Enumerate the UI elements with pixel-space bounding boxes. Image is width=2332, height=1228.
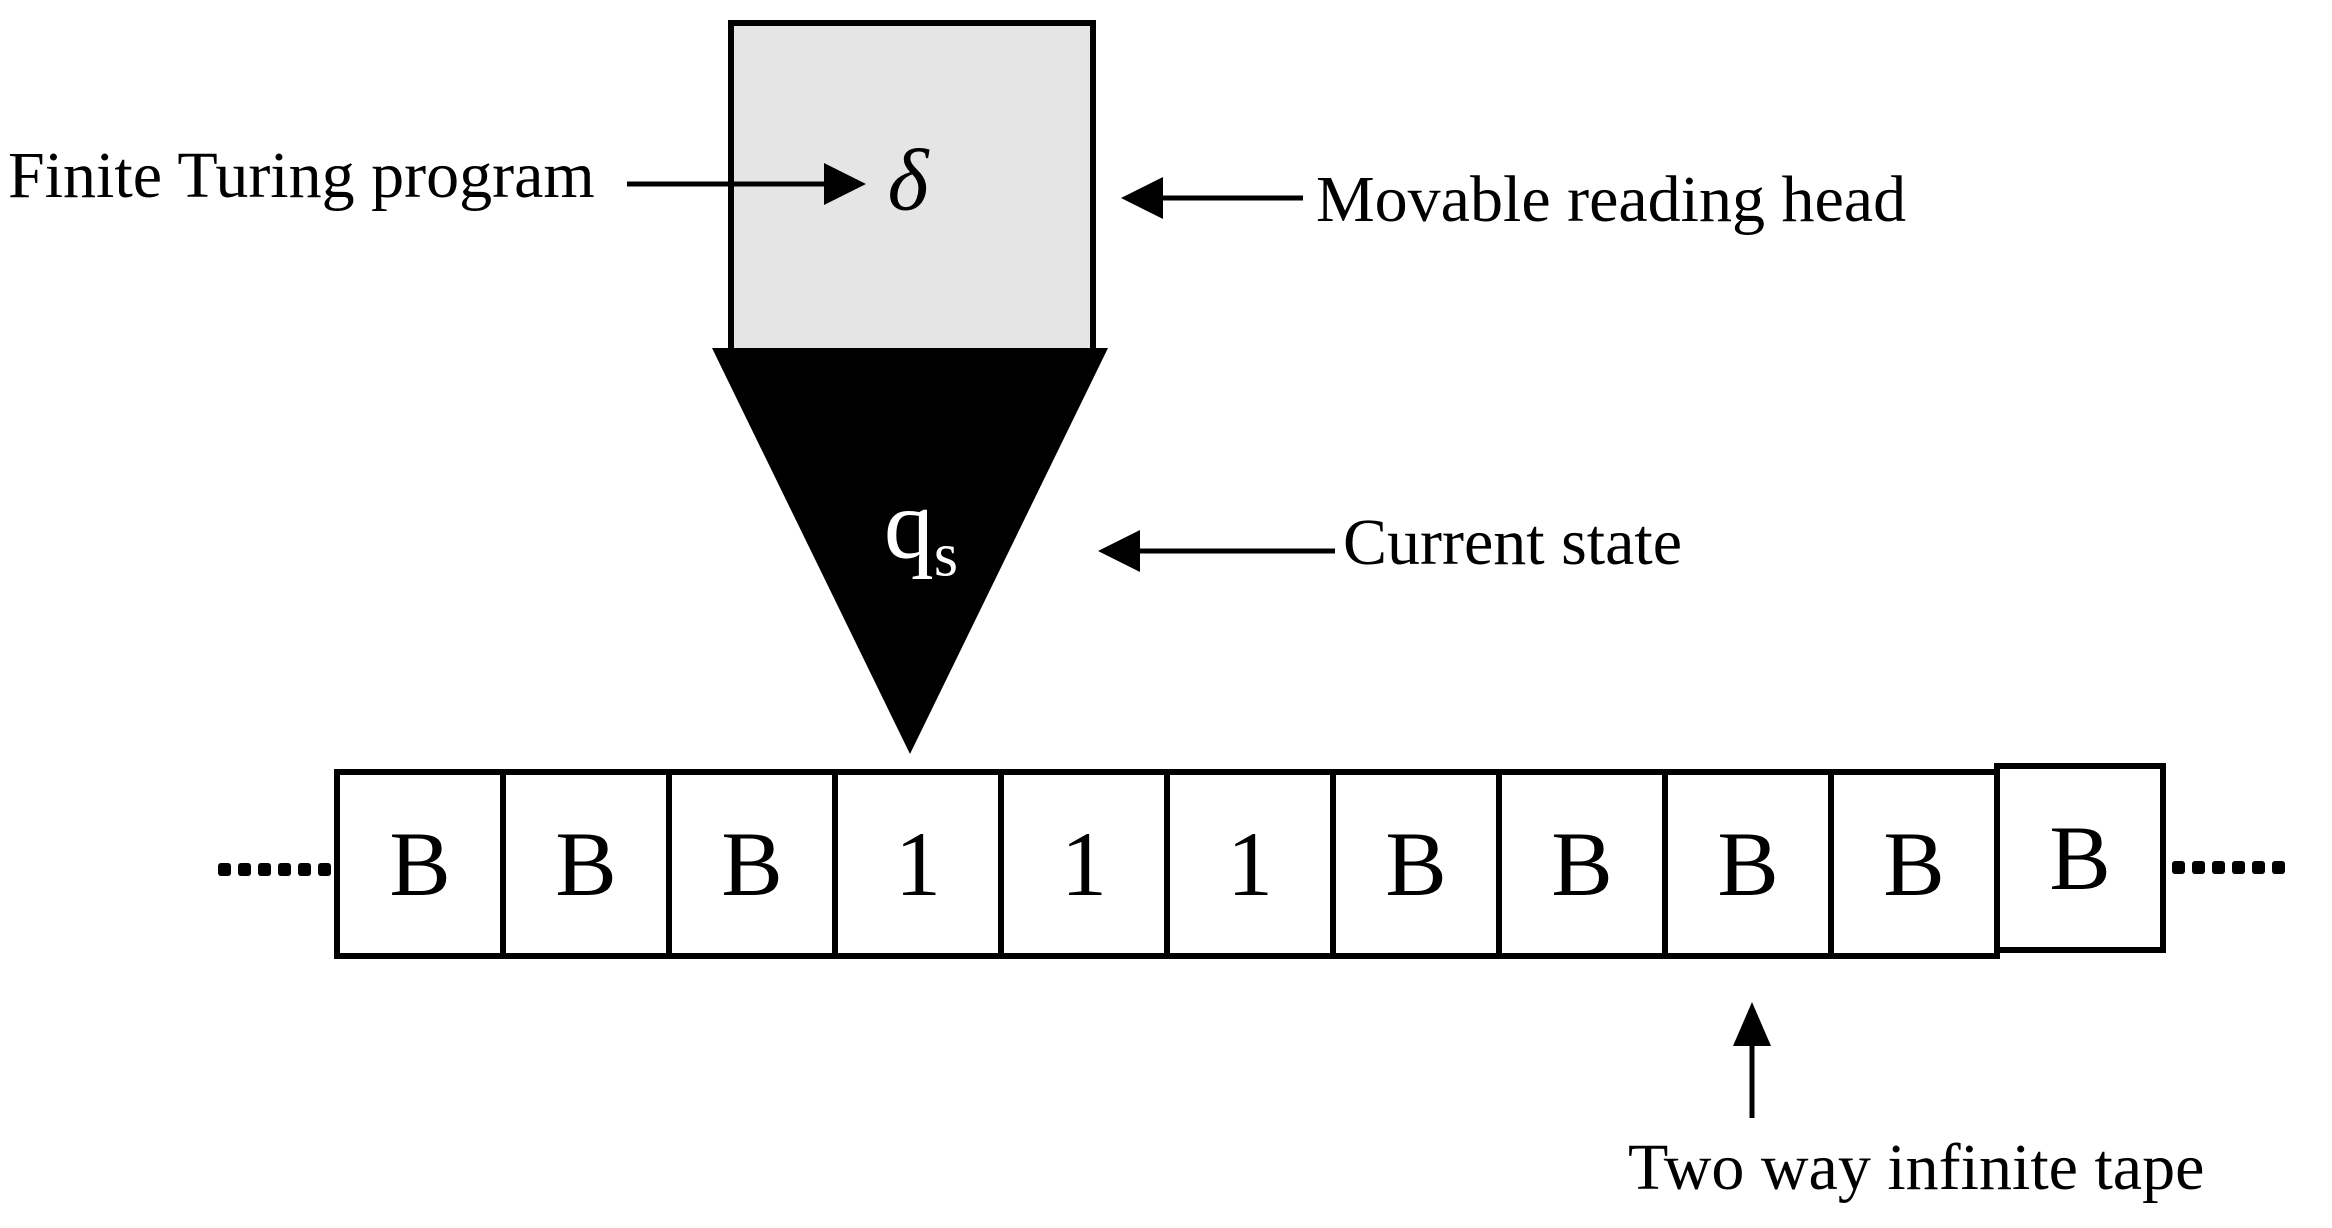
- current-state-symbol: qs: [884, 475, 958, 587]
- reading-head-triangle: [712, 348, 1108, 754]
- tape-dots-left: [218, 863, 331, 876]
- program-box: [728, 20, 1096, 354]
- ellipsis-dot: [2252, 861, 2265, 874]
- tape-cell-symbol: B: [1883, 813, 1945, 915]
- tape-cell-symbol: B: [1385, 813, 1447, 915]
- tape-cell-symbol: B: [555, 813, 617, 915]
- ellipsis-dot: [298, 863, 311, 876]
- tape-cell: B: [500, 769, 672, 959]
- reading-head-arrow: [1121, 177, 1303, 219]
- tape-cell: B: [1994, 763, 2166, 953]
- tape-cell-symbol: B: [389, 813, 451, 915]
- infinite-tape-label: Two way infinite tape: [1628, 1131, 2205, 1204]
- infinite-tape-arrow: [1733, 1002, 1771, 1118]
- ellipsis-dot: [238, 863, 251, 876]
- reading-head-label: Movable reading head: [1316, 163, 1907, 236]
- tape-cell-symbol: B: [721, 813, 783, 915]
- tape-cell-symbol: B: [2049, 807, 2111, 909]
- tape-cell: 1: [1164, 769, 1336, 959]
- state-subscript: s: [933, 521, 959, 590]
- tape-cell: B: [1496, 769, 1668, 959]
- tape-cell-symbol: 1: [1227, 813, 1273, 915]
- ellipsis-dot: [218, 863, 231, 876]
- state-letter: q: [883, 469, 934, 580]
- tape-cell: B: [666, 769, 838, 959]
- ellipsis-dot: [278, 863, 291, 876]
- tape-cell: B: [1662, 769, 1834, 959]
- ellipsis-dot: [258, 863, 271, 876]
- ellipsis-dot: [318, 863, 331, 876]
- tape-cell-symbol: B: [1717, 813, 1779, 915]
- tape-cell-symbol: B: [1551, 813, 1613, 915]
- tape-cell: B: [334, 769, 506, 959]
- tape-cell: B: [1828, 769, 2000, 959]
- current-state-arrow: [1098, 530, 1335, 572]
- reading-head-shape: [712, 348, 1108, 754]
- tape-cell: B: [1330, 769, 1502, 959]
- finite-program-label: Finite Turing program: [8, 139, 595, 212]
- ellipsis-dot: [2212, 861, 2225, 874]
- tape-cell: 1: [832, 769, 1004, 959]
- ellipsis-dot: [2172, 861, 2185, 874]
- ellipsis-dot: [2192, 861, 2205, 874]
- delta-symbol: δ: [887, 132, 929, 230]
- ellipsis-dot: [2232, 861, 2245, 874]
- tape-cell: 1: [998, 769, 1170, 959]
- tape-dots-right: [2172, 861, 2285, 874]
- current-state-label: Current state: [1343, 506, 1683, 579]
- tape-cell-symbol: 1: [1061, 813, 1107, 915]
- tape-cell-symbol: 1: [895, 813, 941, 915]
- ellipsis-dot: [2272, 861, 2285, 874]
